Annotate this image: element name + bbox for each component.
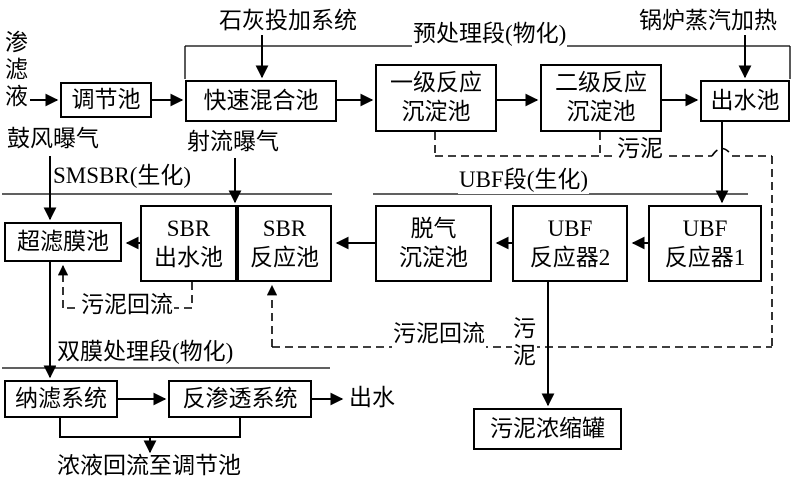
box-sludge-thickening-tank: 污泥浓缩罐 (473, 408, 622, 450)
box-ultrafiltration-membrane-tank: 超滤膜池 (4, 222, 122, 262)
label-sludge-return-ubf: 污泥回流 (392, 321, 486, 348)
label-effluent-out: 出水 (348, 385, 396, 412)
label-jet-aeration: 射流曝气 (186, 129, 280, 156)
label-blower-aeration: 鼓风曝气 (6, 126, 100, 153)
label-sludge-from-sedimentation: 污泥 (616, 136, 664, 163)
box-nanofiltration-system: 纳滤系统 (4, 380, 118, 418)
box-reverse-osmosis-system: 反渗透系统 (168, 380, 312, 418)
box-sbr-effluent-tank: SBR 出水池 (140, 205, 237, 282)
label-sludge-to-thickener: 污 泥 (512, 316, 537, 370)
label-lime-dosing-system: 石灰投加系统 (218, 8, 358, 35)
box-effluent-tank: 出水池 (700, 80, 790, 122)
label-sludge-return-smsbr: 污泥回流 (80, 292, 174, 319)
label-concentrate-return: 浓液回流至调节池 (56, 453, 242, 480)
box-primary-reaction-sedimentation-tank: 一级反应 沉淀池 (375, 64, 497, 132)
label-leachate: 渗 滤 液 (4, 30, 29, 111)
box-rapid-mixing-tank: 快速混合池 (185, 80, 337, 122)
label-stage-smsbr: SMSBR(生化) (52, 163, 193, 190)
box-sbr-reaction-tank: SBR 反应池 (237, 205, 332, 282)
box-secondary-reaction-sedimentation-tank: 二级反应 沉淀池 (540, 64, 662, 132)
label-stage-pretreatment: 预处理段(物化) (412, 21, 568, 48)
main-flow-lines (30, 34, 752, 454)
label-stage-ubf: UBF段(生化) (458, 167, 590, 194)
box-degassing-sedimentation-tank: 脱气 沉淀池 (375, 205, 492, 282)
box-ubf-reactor-1: UBF 反应器1 (648, 205, 762, 282)
stage-bracket-lines (2, 45, 791, 369)
box-regulation-tank: 调节池 (60, 82, 152, 118)
label-stage-dual-membrane: 双膜处理段(物化) (56, 339, 235, 366)
box-ubf-reactor-2: UBF 反应器2 (512, 205, 628, 282)
label-boiler-steam-heating: 锅炉蒸汽加热 (638, 8, 778, 35)
